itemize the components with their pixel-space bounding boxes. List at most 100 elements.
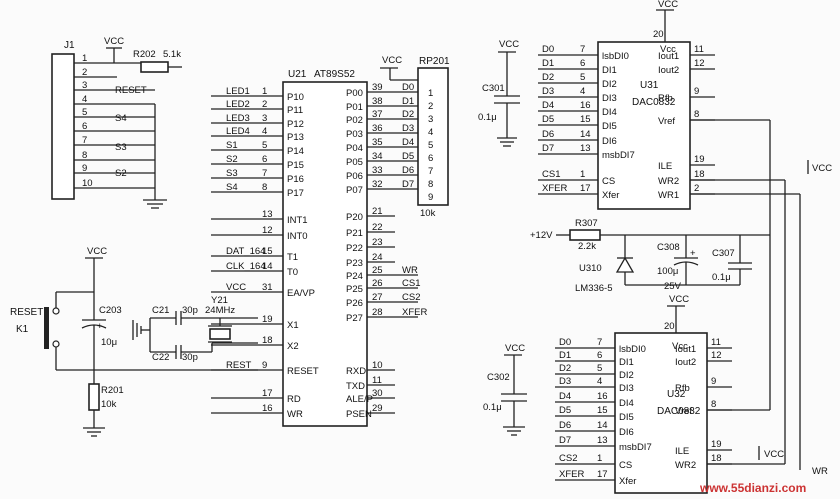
reset-vcc-label: VCC: [87, 246, 107, 257]
r202-value: 5.1k: [163, 49, 181, 60]
u32-right-pin-name: WR2: [675, 460, 696, 471]
u21-left-pin-number: 31: [262, 282, 273, 293]
rp201-pin-number: 8: [428, 179, 433, 190]
u21-right-pin-name: P07: [346, 185, 363, 196]
u31-vcc-pin-name: Vcc: [660, 44, 676, 55]
u31-left-pin-number: 4: [580, 86, 585, 97]
rp201-pin-number: 6: [428, 153, 433, 164]
u21-right-pin-name: P04: [346, 143, 363, 154]
u21-left-pin-name: T0: [287, 267, 298, 278]
u21-left-net-label: REST: [226, 360, 252, 371]
j1-ref: J1: [64, 40, 75, 51]
u31-left-net-label: D7: [542, 143, 554, 154]
u21-left-pin-number: 2: [262, 99, 267, 110]
u21-left-pin-name: P16: [287, 174, 304, 185]
u21-right-pin-name: P01: [346, 102, 363, 113]
u31-right-pin-number: 18: [694, 169, 705, 180]
u31-left-pin-name: msbDI7: [602, 150, 635, 161]
u32-left-pin-number: 17: [597, 469, 608, 480]
u21-right-pin-number: 35: [372, 137, 383, 148]
u32-left-pin-number: 15: [597, 405, 608, 416]
u21-left-pin-name: X1: [287, 320, 299, 331]
u21-right-pin-name: P05: [346, 157, 363, 168]
u21-right-pin-name: P25: [346, 284, 363, 295]
u32-left-net-label: D6: [559, 420, 571, 431]
u21-right-pin-name: PSEN: [346, 409, 372, 420]
u21-left-pin-name: P17: [287, 188, 304, 199]
u32-left-net-label: XFER: [559, 469, 584, 480]
u31-left-net-label: D4: [542, 100, 554, 111]
reset-circuit: VCC RESET K1 C203 + 10μ R201 10k: [10, 246, 258, 437]
u32-left-net-label: CS2: [559, 453, 577, 464]
c308-value: 100μ: [657, 266, 678, 277]
u21-right-pin-name: P02: [346, 115, 363, 126]
c301-name: C301: [482, 83, 505, 94]
u21-right-pin-number: 21: [372, 206, 383, 217]
u21-left-pin-name: P13: [287, 132, 304, 143]
u32-right-pin-number: 18: [711, 453, 722, 464]
u21-left-pin-number: 5: [262, 140, 267, 151]
u31-part: DAC0832: [632, 97, 676, 108]
u21-left-pin-number: 18: [262, 335, 273, 346]
c302-vcc-label: VCC: [505, 343, 525, 354]
c22-value: 30p: [182, 352, 198, 363]
u21-left-pin-name: P12: [287, 119, 304, 130]
u31-left-pin-name: DI3: [602, 93, 617, 104]
rp201-name: RP201: [419, 56, 450, 67]
u21-right-net-label: XFER: [402, 307, 427, 318]
u31-right-pin-name: Iout1: [658, 51, 679, 62]
c301-vcc-label: VCC: [499, 39, 519, 50]
u21-left-pin-name: INT1: [287, 215, 308, 226]
rp201-pin-number: 7: [428, 166, 433, 177]
u32-left-net-label: D1: [559, 350, 571, 361]
u21-right-net-label: D6: [402, 165, 414, 176]
u31-right-pin-name: WR1: [658, 190, 679, 201]
u21-right-pin-number: 25: [372, 265, 383, 276]
j1-s4-label: S4: [115, 113, 127, 124]
u21-left-pin-name: INT0: [287, 231, 308, 242]
u31-left-pin-number: 6: [580, 58, 585, 69]
u31-left-net-label: D3: [542, 86, 554, 97]
r307-body: [569, 229, 601, 241]
u32-right-pin-name: ILE: [675, 446, 689, 457]
c301-capacitor: VCC C301 0.1μ: [478, 39, 520, 147]
r201-body: [88, 383, 100, 411]
u32-left-pin-number: 13: [597, 435, 608, 446]
reset-switch-label: RESET: [10, 307, 43, 318]
u32-left-net-label: D7: [559, 435, 571, 446]
u21-left-pin-number: 6: [262, 154, 267, 165]
rp201-pin-number: 1: [428, 88, 433, 99]
u21-left-net-label: VCC: [226, 282, 246, 293]
c302-value: 0.1μ: [483, 402, 502, 413]
u21-left-pin-name: RD: [287, 394, 301, 405]
u32-vcc-pin-num: 20: [664, 321, 675, 332]
u31-right-pin-number: 19: [694, 154, 705, 165]
c21-name: C21: [152, 305, 169, 316]
u31-right-pin-name: WR2: [658, 176, 679, 187]
u32-right-pin-name: Iout1: [675, 344, 696, 355]
u32-left-pin-number: 14: [597, 420, 608, 431]
u21-left-net-label: S4: [226, 182, 238, 193]
c22-name: C22: [152, 352, 169, 363]
u32-left-net-label: D2: [559, 363, 571, 374]
u32-left-pin-number: 6: [597, 350, 602, 361]
u32-left-net-label: D5: [559, 405, 571, 416]
u21-right-pin-number: 38: [372, 96, 383, 107]
u21-left-pin-number: 8: [262, 182, 267, 193]
j1-pin-number: 7: [82, 135, 87, 146]
c302-capacitor: VCC C302 0.1μ: [483, 343, 527, 436]
rp201-pin-number: 9: [428, 192, 433, 203]
j1-pin-number: 2: [82, 67, 87, 78]
u31-left-net-label: D5: [542, 114, 554, 125]
u31-left-pin-name: DI6: [602, 136, 617, 147]
u21-left-pin-number: 16: [262, 403, 273, 414]
u21-right-net-label: D5: [402, 151, 414, 162]
u21-right-net-label: CS1: [402, 278, 420, 289]
u32-left-pin-name: DI2: [619, 370, 634, 381]
u32-right-pin-number: 9: [711, 376, 716, 387]
rp201-pin-number: 2: [428, 101, 433, 112]
u21-left-net-label: CLK_164: [226, 261, 266, 272]
r201-name: R201: [101, 385, 124, 396]
u32-ile-vcc-label: VCC: [764, 449, 784, 460]
